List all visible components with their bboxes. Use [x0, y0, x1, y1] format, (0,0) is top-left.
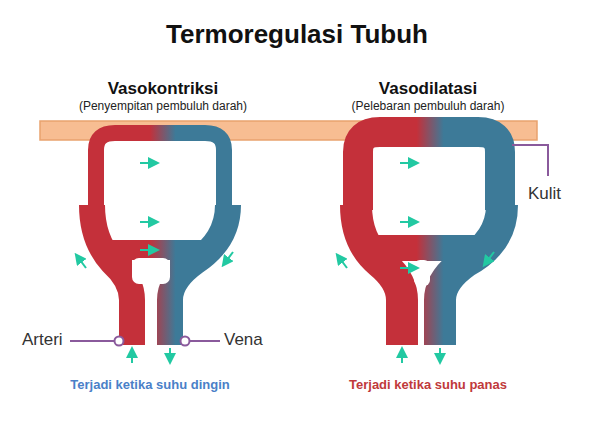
part-label: Arteri	[22, 330, 63, 350]
part-label: Vena	[224, 330, 263, 350]
vessel-dilated	[356, 132, 502, 345]
panel-subheading: (Penyempitan pembuluh darah)	[79, 100, 247, 114]
panel-heading: Vasokontriksi	[108, 79, 219, 99]
vessel-constricted	[92, 133, 228, 345]
condition-note: Terjadi ketika suhu dingin	[70, 378, 229, 393]
panel-subheading: (Pelebaran pembuluh darah)	[352, 100, 505, 114]
diagram-title: Termoregulasi Tubuh	[166, 20, 428, 50]
leader-dot	[115, 337, 190, 346]
flow-arrow	[77, 163, 494, 363]
panel-heading: Vasodilatasi	[379, 79, 477, 99]
leader-line	[70, 145, 548, 341]
condition-note: Terjadi ketika suhu panas	[349, 378, 507, 393]
part-label: Kulit	[528, 184, 561, 204]
